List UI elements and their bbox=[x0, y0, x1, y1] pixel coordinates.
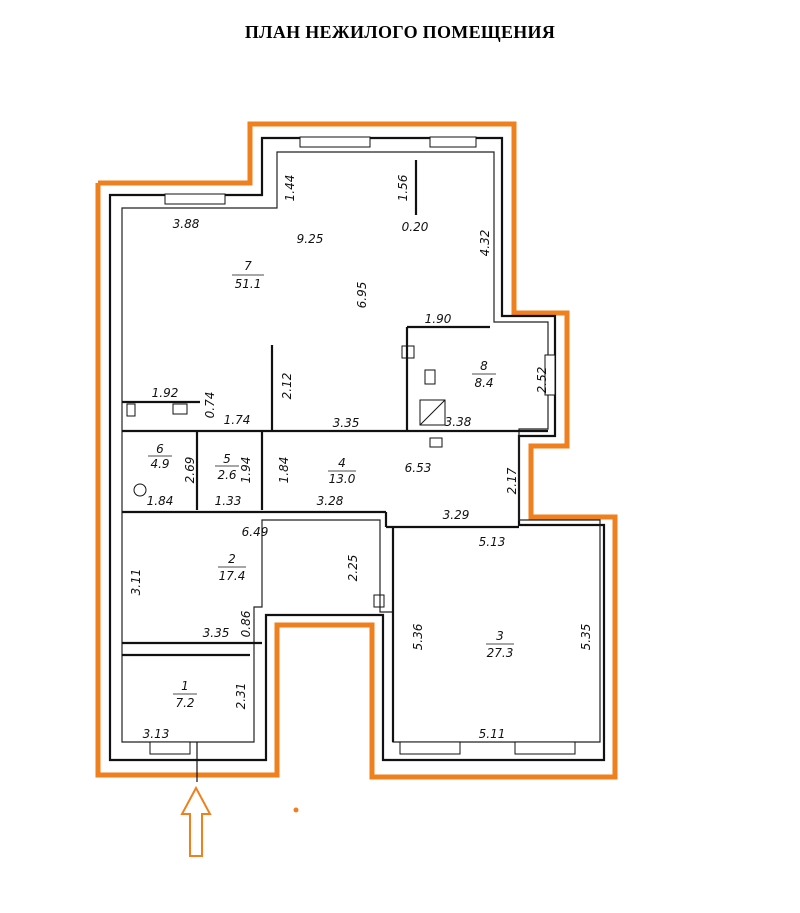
dimension-label: 2.31 bbox=[234, 683, 248, 710]
dimension-label: 2.52 bbox=[535, 367, 549, 394]
room-5: 5 2.6 bbox=[215, 452, 239, 482]
room-number: 5 bbox=[223, 452, 231, 466]
entrance-arrow bbox=[180, 785, 212, 857]
dimension-labels: 3.88 1.44 9.25 1.56 0.20 4.32 6.95 1.90 … bbox=[129, 174, 593, 741]
room-area: 51.1 bbox=[235, 277, 262, 291]
room-area: 27.3 bbox=[487, 646, 514, 660]
room-number: 6 bbox=[156, 442, 164, 456]
room-number: 3 bbox=[496, 629, 504, 643]
dimension-label: 0.74 bbox=[203, 392, 217, 419]
premises-outline bbox=[95, 121, 618, 780]
dimension-label: 2.17 bbox=[505, 467, 519, 494]
dimension-label: 5.13 bbox=[479, 535, 506, 549]
dimension-label: 6.49 bbox=[242, 525, 269, 539]
dimension-label: 2.12 bbox=[280, 373, 294, 400]
dimension-label: 3.28 bbox=[317, 494, 344, 508]
dimension-label: 6.53 bbox=[405, 461, 432, 475]
room-number: 8 bbox=[480, 359, 488, 373]
dimension-label: 3.11 bbox=[129, 569, 143, 596]
dimension-label: 3.88 bbox=[173, 217, 200, 231]
room-labels: 7 51.1 8 8.4 6 4.9 5 2.6 4 13.0 2 17.4 bbox=[148, 259, 514, 710]
dimension-label: 4.32 bbox=[478, 230, 492, 257]
room-2: 2 17.4 bbox=[218, 552, 246, 583]
room-number: 1 bbox=[181, 679, 189, 693]
dimension-label: 1.90 bbox=[425, 312, 452, 326]
dimension-label: 3.38 bbox=[445, 415, 472, 429]
windows bbox=[149, 136, 576, 755]
room-area: 13.0 bbox=[329, 472, 356, 486]
room-6: 6 4.9 bbox=[148, 442, 172, 471]
page-title: ПЛАН НЕЖИЛОГО ПОМЕЩЕНИЯ bbox=[244, 22, 556, 42]
room-1: 1 7.2 bbox=[173, 679, 197, 710]
dimension-label: 1.33 bbox=[215, 494, 242, 508]
dimension-label: 1.44 bbox=[283, 175, 297, 202]
marker-dot bbox=[293, 807, 299, 813]
room-3: 3 27.3 bbox=[486, 629, 514, 660]
room-area: 2.6 bbox=[217, 468, 236, 482]
room-number: 2 bbox=[228, 552, 236, 566]
dimension-label: 2.69 bbox=[183, 457, 197, 484]
room-4: 4 13.0 bbox=[328, 456, 356, 486]
room-area: 8.4 bbox=[474, 376, 493, 390]
dimension-label: 3.29 bbox=[443, 508, 470, 522]
dimension-label: 1.56 bbox=[396, 174, 410, 201]
fixtures bbox=[126, 345, 446, 608]
dimension-label: 5.36 bbox=[411, 623, 425, 650]
room-8: 8 8.4 bbox=[472, 359, 496, 390]
dimension-label: 0.20 bbox=[402, 220, 429, 234]
dimension-label: 3.35 bbox=[333, 416, 360, 430]
dimension-label: 6.95 bbox=[355, 282, 369, 309]
room-area: 17.4 bbox=[219, 569, 246, 583]
walls bbox=[108, 136, 606, 762]
dimension-label: 5.35 bbox=[579, 624, 593, 651]
dimension-label: 1.94 bbox=[239, 457, 253, 484]
dimension-label: 1.84 bbox=[147, 494, 174, 508]
dimension-label: 5.11 bbox=[479, 727, 506, 741]
room-number: 4 bbox=[338, 456, 346, 470]
dimension-label: 1.84 bbox=[277, 457, 291, 484]
room-area: 4.9 bbox=[150, 457, 169, 471]
dimension-label: 2.25 bbox=[346, 555, 360, 582]
dimension-label: 3.13 bbox=[143, 727, 170, 741]
dimension-label: 1.92 bbox=[152, 386, 179, 400]
dimension-label: 0.86 bbox=[239, 610, 253, 637]
room-7: 7 51.1 bbox=[232, 259, 264, 291]
dimension-label: 9.25 bbox=[297, 232, 324, 246]
dimension-label: 3.35 bbox=[203, 626, 230, 640]
room-area: 7.2 bbox=[175, 696, 194, 710]
dimension-label: 1.74 bbox=[224, 413, 251, 427]
room-number: 7 bbox=[244, 259, 252, 273]
